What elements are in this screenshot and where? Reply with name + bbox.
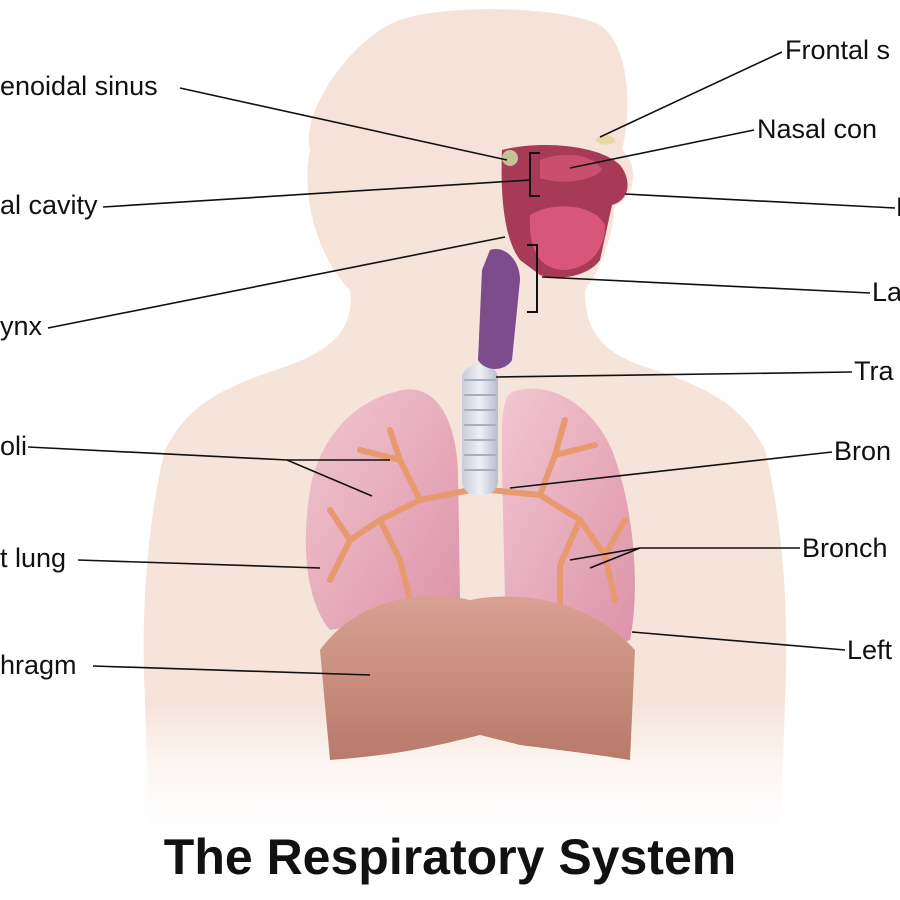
nasal-cavity-bracket (529, 152, 540, 197)
leader-lines (27, 51, 896, 676)
frontal-sinus-shape (595, 134, 615, 145)
leader-bronchioles-branch (569, 547, 641, 561)
label-sphenoidal-sinus: enoidal sinus (0, 71, 158, 101)
leader-sphenoidal-sinus (179, 87, 508, 161)
label-alveoli: oli (0, 431, 28, 461)
pharynx-bracket (527, 244, 538, 313)
leader-left-lung (631, 631, 846, 651)
leader-nostril (624, 193, 896, 209)
label-frontal-sinus: Frontal s (785, 35, 891, 65)
diaphragm-shape (320, 595, 635, 760)
leader-trachea (495, 371, 853, 378)
label-larynx: La (872, 277, 900, 307)
label-trachea: Tra (854, 356, 894, 386)
leader-frontal-sinus (599, 51, 783, 138)
bronchial-tree-right (327, 427, 473, 603)
leader-bronchus (509, 451, 833, 489)
right-lung-shape (305, 389, 460, 630)
pharynx-shape (478, 249, 520, 369)
leader-nasal-cavity (102, 179, 531, 208)
label-pharynx: ynx (0, 311, 43, 341)
left-lung-shape (501, 388, 635, 645)
label-left-lung: Left (847, 635, 893, 665)
label-nasal-conchae: Nasal con (757, 114, 878, 144)
label-right-lung: t lung (0, 543, 67, 573)
diagram-title: The Respiratory System (163, 829, 737, 885)
label-nasal-cavity: al cavity (0, 190, 98, 220)
sphenoidal-sinus-shape (502, 150, 518, 166)
label-bronchus: Bron (834, 436, 892, 466)
leader-diaphragm (92, 665, 371, 676)
label-nostril: N (896, 194, 900, 221)
leader-pharynx (47, 236, 506, 329)
label-bronchioles: Bronch (802, 533, 888, 563)
leader-larynx (541, 276, 871, 294)
leader-right-lung (77, 559, 321, 569)
bronchial-tree-left (487, 417, 628, 613)
trachea-shape (462, 365, 498, 495)
label-diaphragm: hragm (0, 650, 77, 680)
oral-cavity-shape (529, 206, 605, 270)
leader-nasal-conchae (569, 129, 755, 169)
